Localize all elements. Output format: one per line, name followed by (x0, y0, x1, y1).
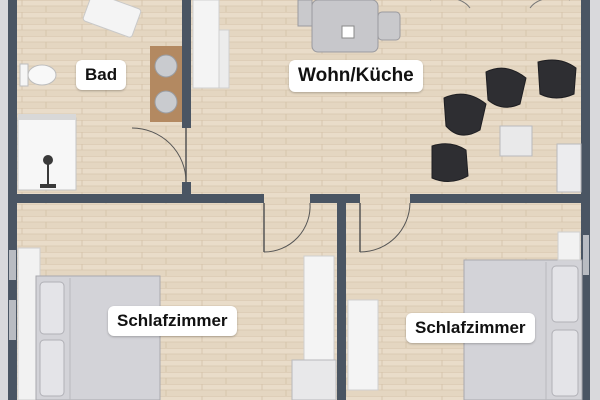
side-table (499, 125, 533, 157)
cabinet (556, 143, 582, 193)
door-swing-icon (131, 127, 187, 183)
nightstand (557, 231, 581, 261)
bedroom-left (17, 247, 337, 400)
wardrobe (347, 299, 379, 391)
toilet-icon (19, 63, 57, 87)
bathroom (17, 0, 187, 191)
kitchen-counter (192, 0, 220, 89)
living-kitchen (192, 0, 582, 193)
armchair-icon (431, 59, 577, 182)
room-label-schlafzimmer-right: Schlafzimmer (406, 313, 535, 343)
room-label-bad: Bad (76, 60, 127, 90)
sink-icon (154, 54, 178, 114)
bed-icon (35, 275, 161, 400)
desk (291, 359, 337, 400)
bathtub (82, 0, 142, 38)
walls (8, 0, 590, 400)
door-swing-icon (263, 202, 411, 253)
dining-table-icon (297, 0, 401, 53)
shower-icon (17, 114, 77, 191)
room-label-schlafzimmer-left: Schlafzimmer (108, 306, 237, 336)
room-label-wohn-kueche: Wohn/Küche (289, 60, 423, 92)
windows (9, 235, 589, 340)
